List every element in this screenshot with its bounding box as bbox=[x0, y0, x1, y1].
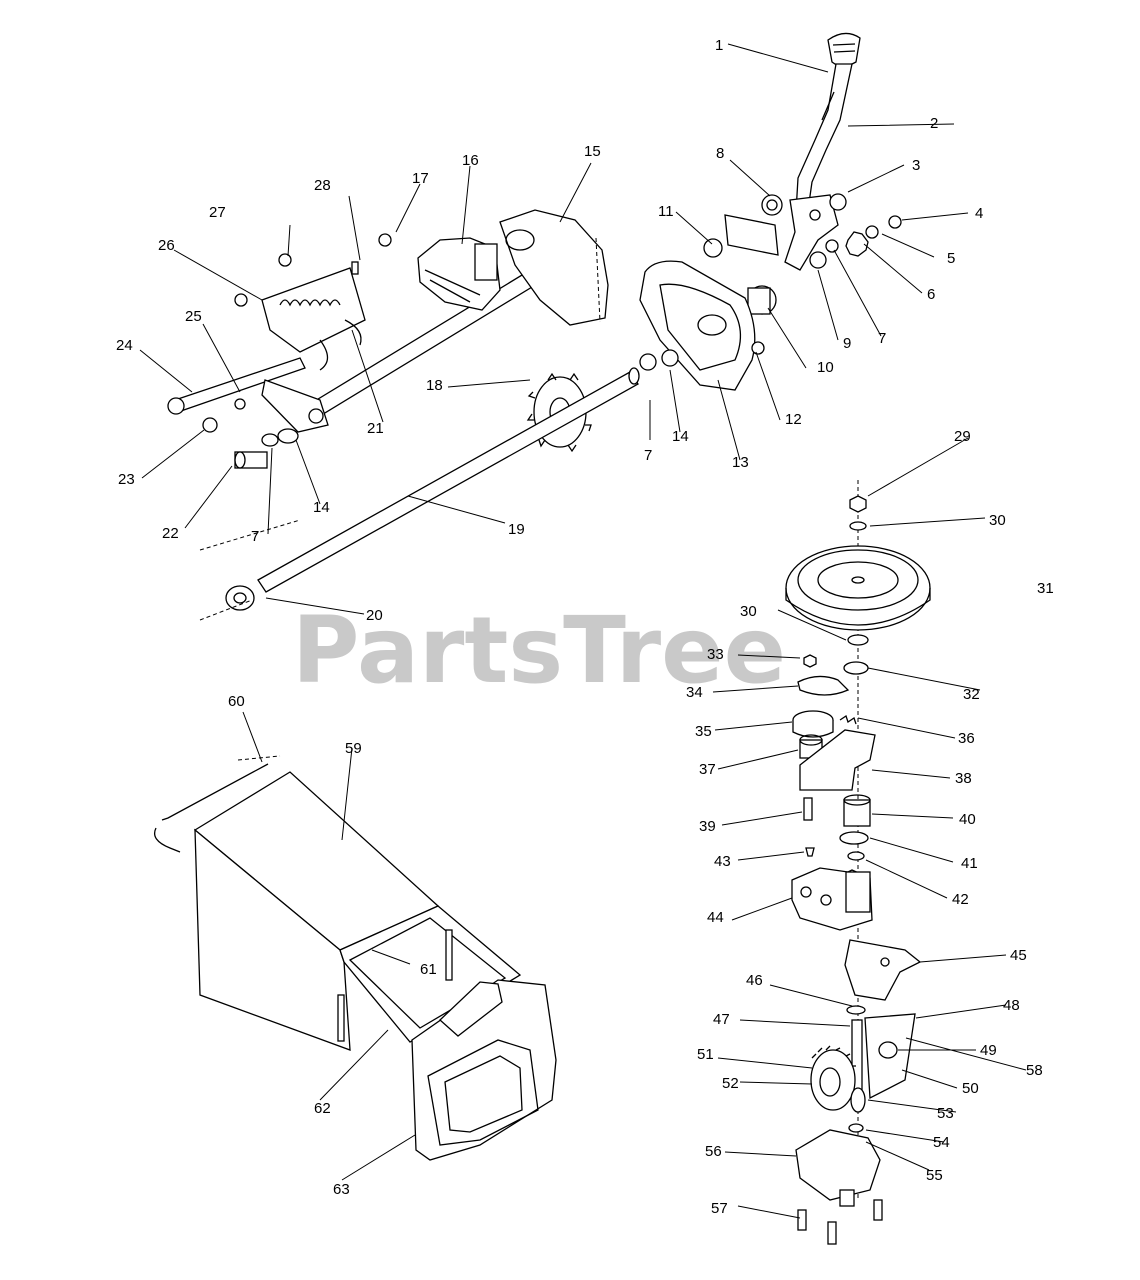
callout-52: 52 bbox=[722, 1075, 739, 1092]
callout-14c: 14 bbox=[313, 499, 330, 516]
callout-7: 7 bbox=[878, 330, 886, 347]
callout-35: 35 bbox=[695, 723, 712, 740]
callout-29: 29 bbox=[954, 428, 971, 445]
callout-56: 56 bbox=[705, 1143, 722, 1160]
grass-bag bbox=[153, 755, 557, 1161]
callout-41: 41 bbox=[961, 855, 978, 872]
callout-9: 9 bbox=[843, 335, 851, 352]
callout-53: 53 bbox=[937, 1105, 954, 1122]
callout-50: 50 bbox=[962, 1080, 979, 1097]
callout-37: 37 bbox=[699, 761, 716, 778]
callout-45: 45 bbox=[1010, 947, 1027, 964]
callout-30b: 30 bbox=[740, 603, 757, 620]
callout-55: 55 bbox=[926, 1167, 943, 1184]
callout-20: 20 bbox=[366, 607, 383, 624]
callout-4: 4 bbox=[975, 205, 983, 222]
watermark: PartsTree bbox=[292, 597, 786, 704]
callout-27: 27 bbox=[209, 204, 226, 221]
callout-47: 47 bbox=[713, 1011, 730, 1028]
callout-2: 2 bbox=[930, 115, 938, 132]
callout-46: 46 bbox=[746, 972, 763, 989]
callout-3: 3 bbox=[912, 157, 920, 174]
callout-42: 42 bbox=[952, 891, 969, 908]
callout-51: 51 bbox=[697, 1046, 714, 1063]
callout-40: 40 bbox=[959, 811, 976, 828]
callout-62: 62 bbox=[314, 1100, 331, 1117]
callout-61: 61 bbox=[420, 961, 437, 978]
callout-8: 8 bbox=[716, 145, 724, 162]
callout-7b: 7 bbox=[644, 447, 652, 464]
transmission-stack bbox=[785, 480, 931, 1245]
callout-58: 58 bbox=[1026, 1062, 1043, 1079]
callout-34: 34 bbox=[686, 684, 703, 701]
callout-22: 22 bbox=[162, 525, 179, 542]
callout-54: 54 bbox=[933, 1134, 950, 1151]
callout-26: 26 bbox=[158, 237, 175, 254]
callout-7c: 7 bbox=[251, 528, 259, 545]
callout-28: 28 bbox=[314, 177, 331, 194]
callout-10: 10 bbox=[817, 359, 834, 376]
callout-1: 1 bbox=[715, 37, 723, 54]
callout-23: 23 bbox=[118, 471, 135, 488]
callout-25: 25 bbox=[185, 308, 202, 325]
callout-59: 59 bbox=[345, 740, 362, 757]
callout-17: 17 bbox=[412, 170, 429, 187]
callout-24: 24 bbox=[116, 337, 133, 354]
callout-43: 43 bbox=[714, 853, 731, 870]
callout-14: 14 bbox=[672, 428, 689, 445]
callout-60: 60 bbox=[228, 693, 245, 710]
callout-16: 16 bbox=[462, 152, 479, 169]
callout-labels: 1 2 3 4 5 6 7 8 9 10 11 12 13 14 15 16 1… bbox=[116, 37, 1054, 1217]
callout-15: 15 bbox=[584, 143, 601, 160]
callout-31: 31 bbox=[1037, 580, 1054, 597]
callout-57: 57 bbox=[711, 1200, 728, 1217]
callout-18: 18 bbox=[426, 377, 443, 394]
callout-32: 32 bbox=[963, 686, 980, 703]
drive-shaft-assembly bbox=[167, 209, 679, 621]
callout-48: 48 bbox=[1003, 997, 1020, 1014]
callout-36: 36 bbox=[958, 730, 975, 747]
callout-30: 30 bbox=[989, 512, 1006, 529]
callout-13: 13 bbox=[732, 454, 749, 471]
callout-11: 11 bbox=[658, 203, 674, 220]
callout-12: 12 bbox=[785, 411, 802, 428]
shift-lever-assembly bbox=[639, 32, 902, 391]
callout-21: 21 bbox=[367, 420, 384, 437]
callout-19: 19 bbox=[508, 521, 525, 538]
callout-38: 38 bbox=[955, 770, 972, 787]
callout-44: 44 bbox=[707, 909, 724, 926]
callout-6: 6 bbox=[927, 286, 935, 303]
leader-lines bbox=[139, 43, 1027, 1219]
callout-63: 63 bbox=[333, 1181, 350, 1198]
callout-49: 49 bbox=[980, 1042, 997, 1059]
callout-39: 39 bbox=[699, 818, 716, 835]
callout-33: 33 bbox=[707, 646, 724, 663]
callout-5: 5 bbox=[947, 250, 955, 267]
